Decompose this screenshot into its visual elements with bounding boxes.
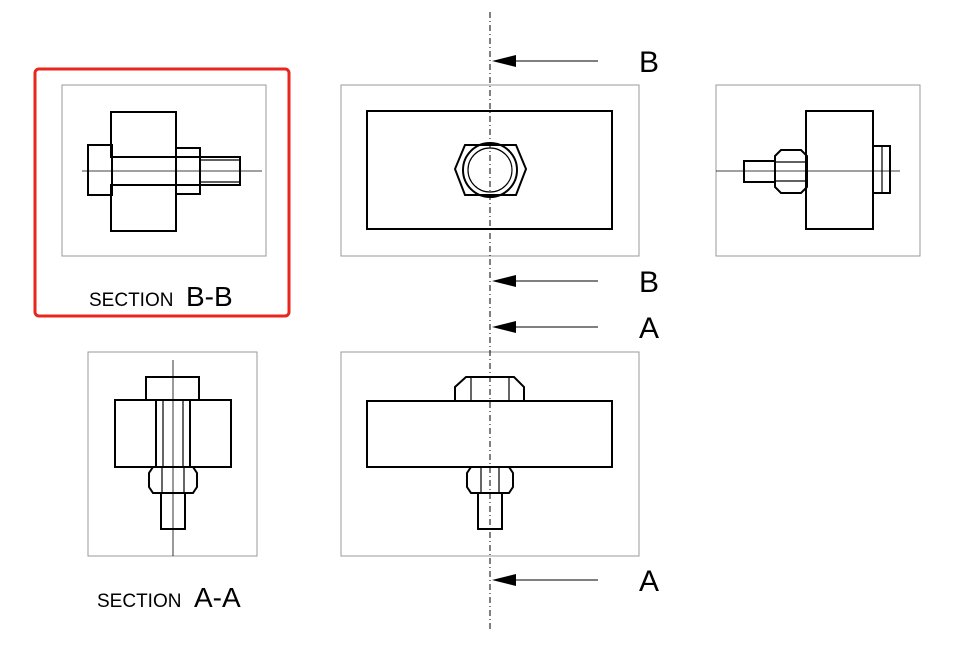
- section-bb-name: B-B: [186, 281, 233, 312]
- section-bb-frame: [61, 84, 267, 257]
- highlight-box: [33, 67, 291, 318]
- cutting-arrow-a-top: A: [492, 312, 659, 345]
- section-aa-view: SECTION A-A: [87, 351, 258, 613]
- block-upper-section: [110, 111, 177, 158]
- nut-front: [466, 466, 514, 494]
- nut-aa: [148, 466, 198, 494]
- label-b-bottom: B: [639, 266, 659, 299]
- nut-side: [774, 149, 808, 194]
- cutting-arrow-b-top: B: [492, 46, 659, 79]
- hex-nut-top: [453, 144, 528, 196]
- section-bb-view[interactable]: SECTION B-B: [33, 67, 291, 318]
- cutting-arrow-b-bottom: B: [492, 266, 659, 299]
- bolt-head-front: [454, 376, 525, 402]
- cutting-arrow-a-bottom: A: [492, 565, 659, 598]
- bolt-end-side: [743, 160, 776, 183]
- section-aa-frame: [87, 351, 258, 557]
- label-b-top: B: [639, 46, 659, 79]
- label-a-bottom: A: [639, 565, 659, 598]
- bolt-head-section: [87, 144, 113, 196]
- side-view-frame: [715, 84, 921, 257]
- section-aa-name: A-A: [194, 582, 241, 613]
- block-lower-section: [110, 184, 177, 232]
- block-side: [805, 110, 874, 230]
- label-a-top: A: [639, 312, 659, 345]
- section-aa-prefix: SECTION: [97, 591, 181, 612]
- side-view: [715, 84, 921, 257]
- section-bb-prefix: SECTION: [89, 290, 173, 311]
- bolt-head-aa: [145, 376, 200, 401]
